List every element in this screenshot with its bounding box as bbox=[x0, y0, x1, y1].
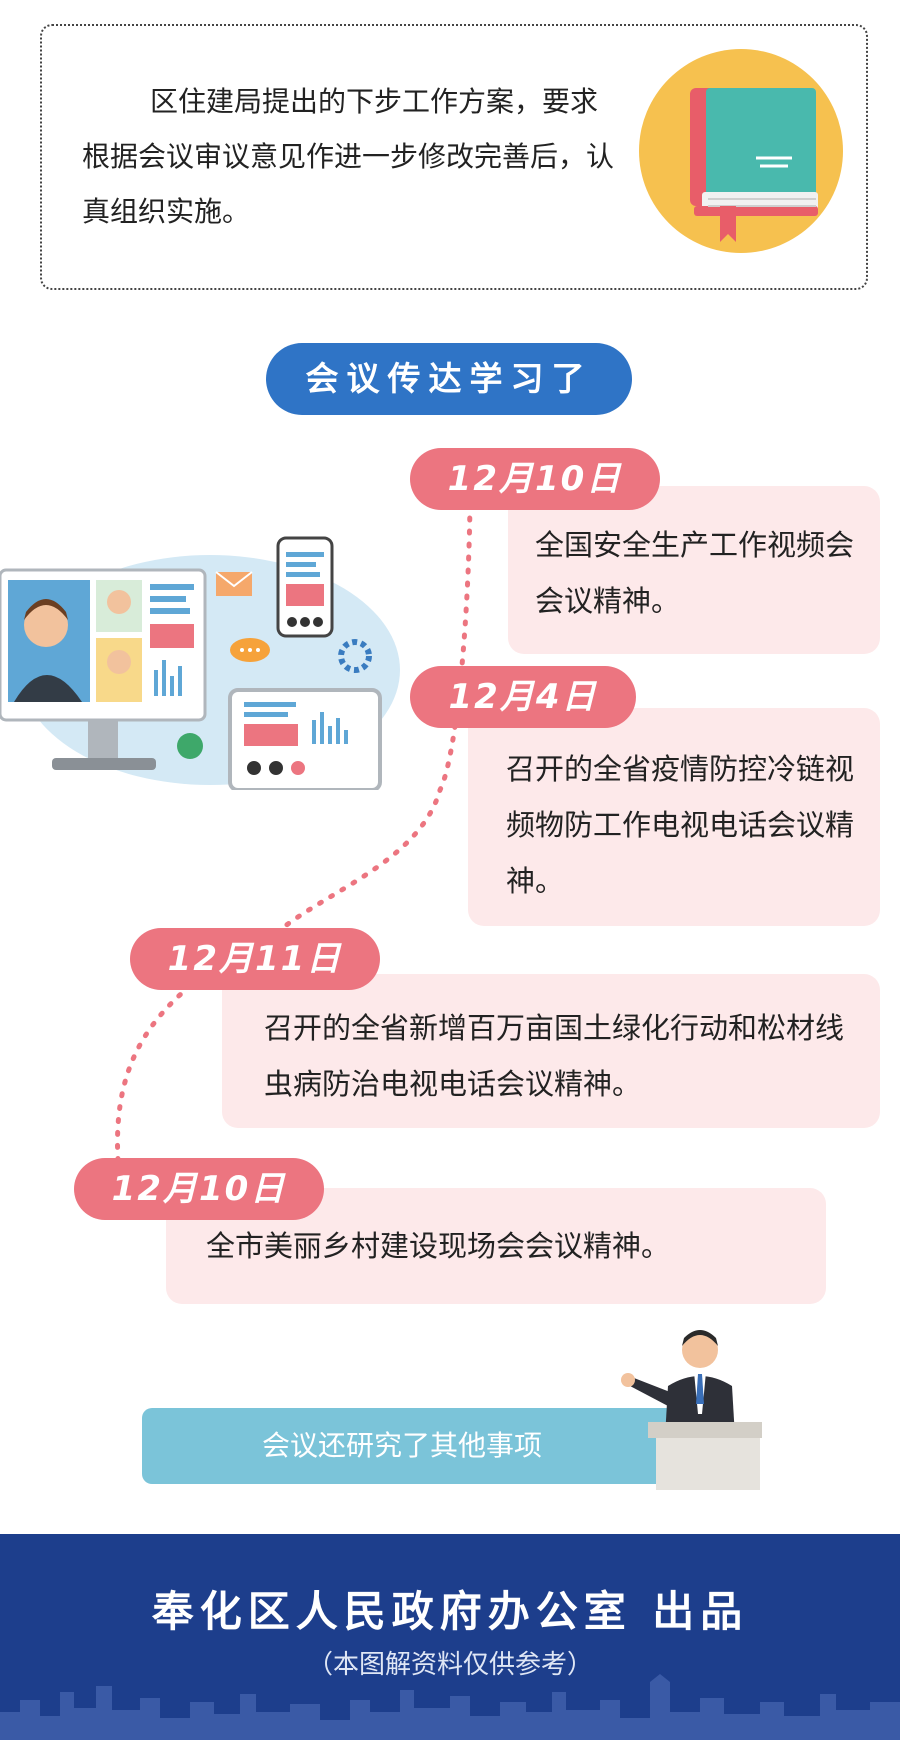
meeting-date: 12月10日 bbox=[410, 448, 660, 510]
intro-box bbox=[40, 24, 868, 290]
meeting-text: 全市美丽乡村建设现场会会议精神。 bbox=[206, 1229, 671, 1263]
city-skyline-icon bbox=[0, 1674, 900, 1740]
meeting-date: 12月11日 bbox=[130, 928, 380, 990]
other-matters-banner: 会议还研究了其他事项 bbox=[142, 1408, 732, 1484]
book-icon bbox=[639, 49, 843, 253]
intro-text: 区住建局提出的下步工作方案，要求根据会议审议意见作进一步修改完善后，认真组织实施… bbox=[82, 85, 615, 228]
section-title: 会议传达学习了 bbox=[266, 343, 632, 415]
video-conference-illustration bbox=[0, 536, 400, 790]
speaker-at-podium-illustration bbox=[621, 1330, 762, 1490]
meeting-date: 12月10日 bbox=[74, 1158, 324, 1220]
meeting-card bbox=[222, 974, 880, 1128]
footer-subtitle: （本图解资料仅供参考） bbox=[306, 1650, 593, 1680]
meeting-card bbox=[508, 486, 880, 654]
meeting-text: 召开的全省新增百万亩国土绿化行动和松材线虫病防治电视电话会议精神。 bbox=[264, 1011, 845, 1101]
meeting-date: 12月4日 bbox=[410, 666, 636, 728]
footer-title: 奉化区人民政府办公室 出品 bbox=[151, 1587, 749, 1636]
meeting-text: 召开的全省疫情防控冷链视频物防工作电视电话会议精神。 bbox=[506, 752, 855, 898]
meeting-card bbox=[468, 708, 880, 926]
meeting-text: 全国安全生产工作视频会会议精神。 bbox=[535, 528, 855, 618]
